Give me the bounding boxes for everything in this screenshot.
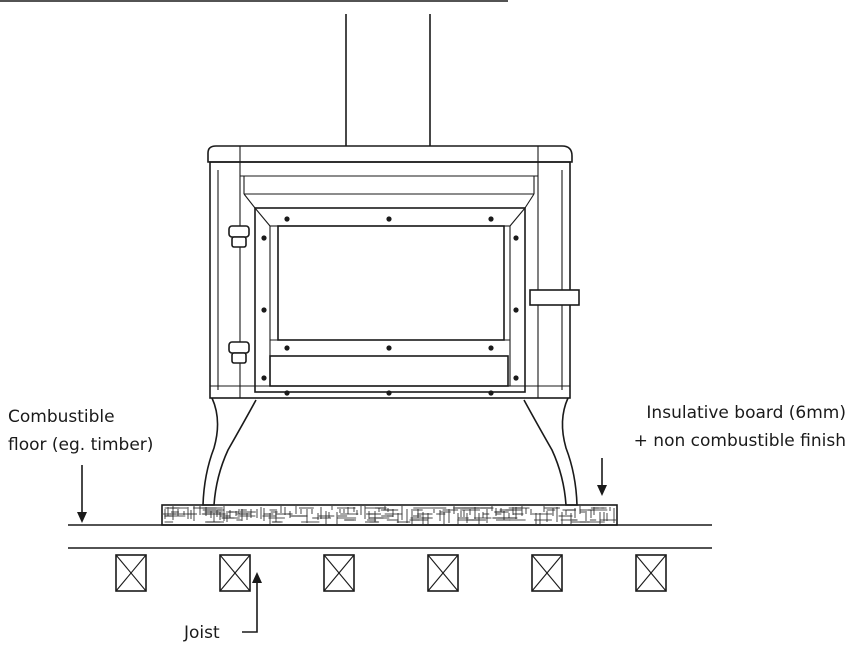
- label-combustible-line2: floor (eg. timber): [8, 435, 153, 455]
- stove-body: [209, 161, 571, 399]
- joists: [115, 554, 667, 592]
- board-hatching: [163, 506, 616, 524]
- label-combustible-line1: Combustible: [8, 407, 115, 427]
- joist: [115, 554, 147, 592]
- joist: [427, 554, 459, 592]
- door-hinges: [228, 225, 250, 364]
- label-insulative-line2: + non combustible finish: [634, 431, 846, 451]
- stove-leg-left: [202, 397, 257, 506]
- stove: [202, 145, 580, 506]
- glass-window: [277, 225, 505, 341]
- joist: [531, 554, 563, 592]
- arrow-insulative-board: [597, 458, 607, 496]
- label-joist: Joist: [183, 623, 220, 643]
- joist: [219, 554, 251, 592]
- door-handle: [529, 289, 580, 306]
- stove-top-plate: [207, 145, 573, 163]
- insulative-board: [161, 504, 618, 526]
- joist: [323, 554, 355, 592]
- stove-leg-right: [523, 397, 578, 506]
- arrow-joist: [242, 572, 262, 633]
- ash-lip: [269, 355, 509, 387]
- rivets: [261, 216, 519, 396]
- flue-pipe: [345, 14, 431, 146]
- arrow-combustible-floor: [77, 465, 87, 523]
- joist: [635, 554, 667, 592]
- label-insulative-line1: Insulative board (6mm): [646, 403, 846, 423]
- stove-door: [243, 193, 535, 393]
